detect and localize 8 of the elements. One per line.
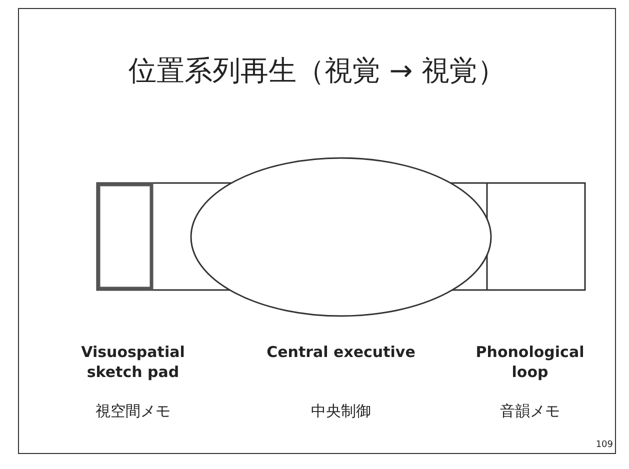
slide-title: 位置系列再生（視覚 → 視覚） — [127, 53, 507, 89]
component-label: Phonological loop — [474, 342, 586, 382]
component-label: 視空間メモ — [94, 402, 172, 421]
component-label: 中央制御 — [310, 402, 372, 421]
component-label: Central executive — [266, 342, 416, 362]
page-number: 109 — [596, 440, 613, 450]
component-label: 音韻メモ — [499, 402, 561, 421]
component-label: Visuospatial sketch pad — [80, 342, 186, 382]
